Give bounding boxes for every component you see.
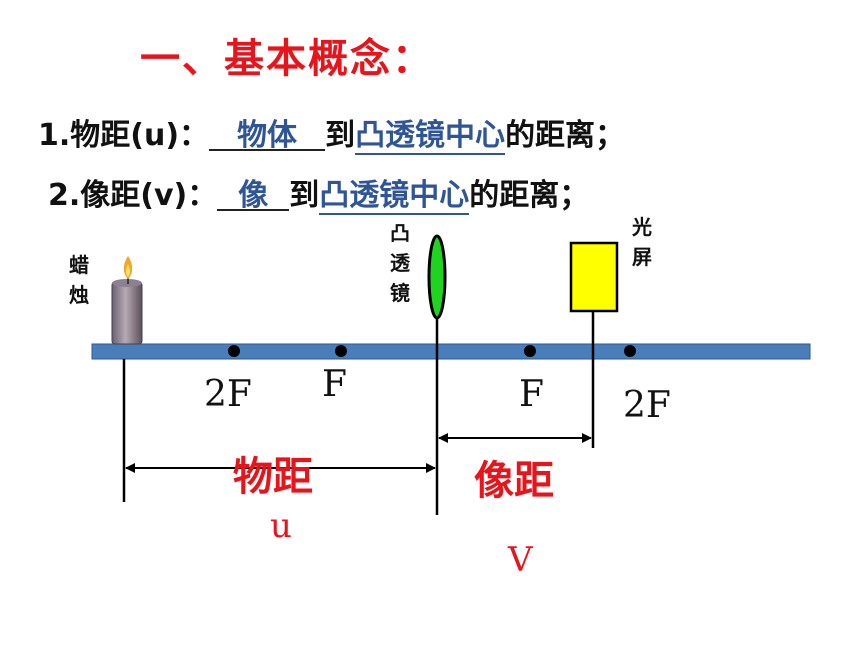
definition-image-distance: 2.像距(v)：像到凸透镜中心的距离；: [48, 170, 590, 215]
definition-prefix: 1.物距(u)：: [38, 118, 210, 153]
answer-blank-object: 物体: [209, 110, 326, 154]
answer-blank-image: 像: [217, 170, 290, 214]
object-distance-arrow: [122, 359, 436, 502]
definition-to: 到: [325, 118, 356, 153]
definition-suffix: 的距离；: [505, 118, 626, 153]
focal-point-f-right: [524, 345, 536, 357]
light-screen-icon: [569, 241, 619, 448]
object-distance-label: 物距: [233, 454, 313, 500]
focal-point-2f-right: [624, 345, 636, 357]
convex-lens-icon: [427, 234, 447, 515]
focal-point-f-left: [335, 345, 347, 357]
label-2f-right: 2F: [623, 385, 671, 426]
candle-icon: [111, 256, 143, 345]
label-f-left: F: [322, 364, 347, 405]
lens-center-term: 凸透镜中心: [355, 118, 506, 155]
lens-label: 凸透镜: [390, 221, 410, 305]
candle-label: 蜡烛: [69, 253, 89, 307]
label-2f-left: 2F: [204, 374, 252, 415]
definition-suffix: 的距离；: [469, 178, 590, 213]
label-f-right: F: [519, 374, 544, 415]
object-distance-symbol: u: [270, 506, 292, 546]
definition-prefix: 2.像距(v)：: [48, 178, 218, 213]
optical-axis: [91, 343, 811, 360]
definition-object-distance: 1.物距(u)：物体到凸透镜中心的距离；: [38, 110, 626, 155]
page-title: 一、基本概念：: [140, 36, 434, 82]
image-distance-label: 像距: [474, 458, 554, 504]
focal-point-2f-left: [228, 345, 240, 357]
screen-label: 光屏: [632, 215, 652, 269]
definition-to: 到: [289, 178, 320, 213]
lens-center-term: 凸透镜中心: [319, 178, 470, 215]
image-distance-symbol: V: [508, 540, 533, 580]
